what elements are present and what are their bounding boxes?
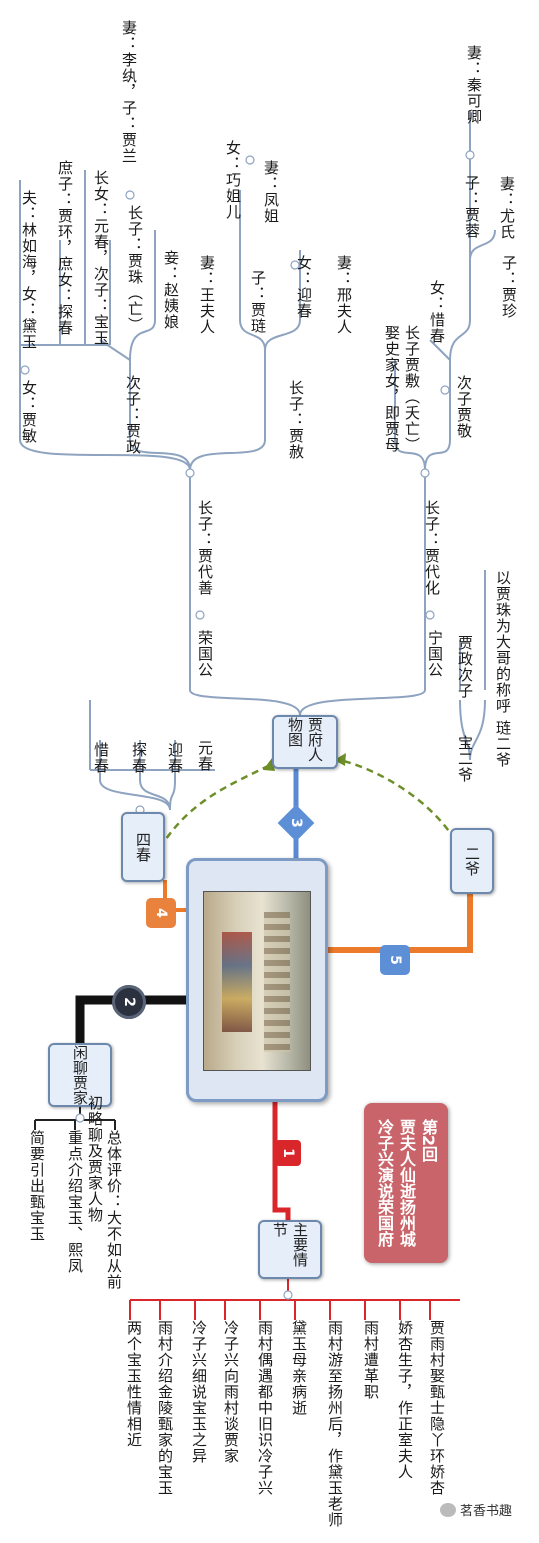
label-wang-furen: 妻：王夫人 [198, 255, 216, 335]
plot-item-4: 冷子兴向雨村谈贾家 [222, 1320, 240, 1464]
label-lian-erye-note: 以贾珠为大哥的称呼 [494, 570, 512, 714]
branch-number-1: 1 [275, 1140, 301, 1166]
label-jia-zhu: 长子：贾珠（亡） [126, 205, 144, 333]
plot-item-9: 娇杏生子，作正室夫人 [396, 1320, 414, 1480]
plot-item-8: 雨村遭革职 [362, 1320, 380, 1400]
label-xi-chun: 女：惜春 [428, 280, 446, 344]
plot-item-6: 黛玉母亲病逝 [290, 1320, 308, 1416]
node-erye[interactable]: 二爷 [450, 828, 494, 894]
label-jia-zheng-cizi: 贾政次子 [456, 635, 474, 699]
node-jiafu-chart[interactable]: 贾府人物图 [272, 715, 338, 769]
branch-number-4: 4 [146, 898, 176, 928]
label-rongguogong: 荣国公 [196, 630, 214, 678]
label-lin-ruhai: 夫：林如海，女：黛玉 [20, 190, 38, 350]
label-jia-huan: 庶子：贾环，庶女：探春 [56, 160, 74, 336]
wechat-icon [440, 1502, 456, 1517]
label-zhongdian-jieshao: 重点介绍宝玉、熙凤 [66, 1130, 84, 1274]
label-qin-keqing: 妻：秦可卿 [465, 45, 483, 125]
label-qiao-jie: 女：巧姐儿 [224, 140, 242, 220]
chapter-title-line1: 贾夫人仙逝扬州城 [397, 1119, 416, 1247]
label-jia-daihua: 长子：贾代化 [423, 500, 441, 596]
label-feng-jie: 妻：凤姐 [262, 160, 280, 224]
plot-item-5: 雨村偶遇都中旧识冷子兴 [256, 1320, 274, 1496]
label-jia-fu: 长子贾敷（夭亡） [403, 325, 421, 453]
chapter-title: 第2回 贾夫人仙逝扬州城 冷子兴演说荣国府 [364, 1103, 448, 1263]
label-zongti-pingjia: 总体评价：大不如从前 [105, 1130, 123, 1290]
watermark: 茗香书趣 [440, 1500, 512, 1519]
label-jia-min: 女：贾敏 [20, 380, 38, 444]
chapter-illustration-image [203, 891, 311, 1071]
label-xichun: 惜春 [92, 742, 110, 774]
center-illustration-node[interactable] [186, 858, 328, 1102]
label-you-shi: 妻：尤氏 [498, 176, 516, 240]
label-yuan-chun: 长女：元春，次子：宝玉 [92, 170, 110, 346]
label-xing-furen: 妻：邢夫人 [335, 255, 353, 335]
label-jia-daishan: 长子：贾代善 [196, 500, 214, 596]
label-yuanchun: 元春 [196, 740, 214, 772]
plot-item-10: 贾雨村娶甄士隐丫环娇杏 [428, 1320, 446, 1496]
label-yingchun: 迎春 [166, 742, 184, 774]
label-bao-erye: 宝二爷 [456, 735, 474, 783]
label-ying-chun: 女：迎春 [295, 255, 313, 319]
chapter-number: 第2回 [419, 1119, 438, 1163]
branch-number-2: 2 [112, 985, 146, 1019]
label-jia-zheng: 次子：贾政 [124, 375, 142, 455]
branch-number-5: 5 [380, 945, 410, 975]
label-chulve-shuji: 初略聊及贾家人物 [86, 1095, 104, 1223]
label-jia-lian: 子：贾琏 [249, 270, 267, 334]
label-lian-erye: 琏二爷 [494, 720, 512, 768]
node-zhuyao-qingjie[interactable]: 主要情节 [258, 1220, 322, 1279]
plot-item-2: 雨村介绍金陵甄家的宝玉 [156, 1320, 174, 1496]
label-jia-she: 长子：贾赦 [287, 380, 305, 460]
label-ningguogong: 宁国公 [426, 630, 444, 678]
plot-item-1: 两个宝玉性情相近 [125, 1320, 143, 1448]
label-jia-jing: 次子贾敬 [455, 375, 473, 439]
label-li-wan: 妻：李纨，子：贾兰 [120, 20, 138, 164]
chapter-title-line2: 冷子兴演说荣国府 [375, 1119, 394, 1247]
label-tanchun: 探春 [130, 742, 148, 774]
label-shi-mu: 娶史家女，即贾母 [383, 325, 401, 453]
plot-item-3: 冷子兴细说宝玉之异 [190, 1320, 208, 1464]
label-jia-zhen: 子：贾珍 [500, 255, 518, 319]
node-sichun[interactable]: 四春 [121, 812, 165, 882]
label-jia-rong: 子：贾蓉 [463, 175, 481, 239]
node-xianliao-jiajia[interactable]: 闲聊贾家 [48, 1043, 112, 1107]
plot-item-7: 雨村游至扬州后，作黛玉老师 [326, 1320, 344, 1528]
label-zhao-yiniang: 妾：赵姨娘 [162, 250, 180, 330]
label-jianyao-yinchu: 简要引出甄宝玉 [28, 1130, 46, 1242]
